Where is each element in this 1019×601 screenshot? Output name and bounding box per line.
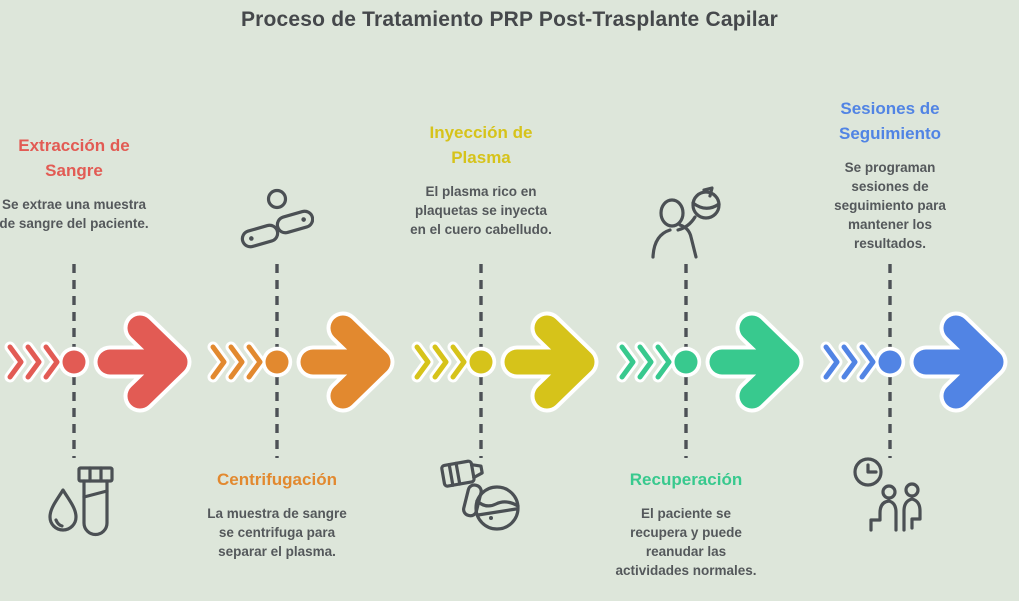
step-text-block: Recuperación El paciente se recupera y p… <box>611 467 761 580</box>
chevrons-icon <box>823 344 876 380</box>
chevrons-icon <box>414 344 467 380</box>
step-text-block: Extracción de Sangre Se extrae una muest… <box>0 133 149 233</box>
step-inyeccion-de-plasma: Inyección de Plasma El plasma rico en pl… <box>381 0 599 601</box>
timeline-dot <box>265 350 289 374</box>
arrow-body <box>300 315 391 409</box>
step-description: El paciente se recupera y puede reanudar… <box>615 506 757 578</box>
step-extraccion-de-sangre: Extracción de Sangre Se extrae una muest… <box>0 0 192 601</box>
chevrons-icon <box>210 344 263 380</box>
step-text-block: Inyección de Plasma El plasma rico en pl… <box>406 120 556 239</box>
scalp-injection-icon <box>440 459 520 531</box>
flow-arrow-icon <box>4 311 192 413</box>
step-title: Sesiones de Seguimiento <box>838 99 941 143</box>
page-title: Proceso de Tratamiento PRP Post-Trasplan… <box>240 8 779 31</box>
clock-and-patients-icon <box>853 457 922 532</box>
step-text-block: Sesiones de Seguimiento Se programan ses… <box>815 96 965 253</box>
step-description: Se programan sesiones de seguimiento par… <box>834 160 946 251</box>
step-recuperacion: Recuperación El paciente se recupera y p… <box>586 0 804 601</box>
arrow-body <box>97 315 188 409</box>
step-centrifugacion: Centrifugación La muestra de sangre se c… <box>177 0 395 601</box>
step-title: Centrifugación <box>217 470 337 489</box>
centrifuged-cells-icon <box>240 188 314 249</box>
flow-arrow-icon <box>820 311 1008 413</box>
patient-recovery-icon <box>651 186 721 259</box>
flow-arrow-icon <box>616 311 804 413</box>
timeline-dot <box>674 350 698 374</box>
chevrons-icon <box>619 344 672 380</box>
timeline-dot <box>878 350 902 374</box>
timeline-dot <box>62 350 86 374</box>
step-title: Extracción de Sangre <box>18 136 130 180</box>
step-description: Se extrae una muestra de sangre del paci… <box>0 197 149 231</box>
flow-arrow-icon <box>207 311 395 413</box>
arrow-body <box>709 315 800 409</box>
arrow-body <box>504 315 595 409</box>
step-text-block: Centrifugación La muestra de sangre se c… <box>202 467 352 561</box>
flow-arrow-icon <box>411 311 599 413</box>
step-title: Inyección de Plasma <box>429 123 533 167</box>
timeline-dot <box>469 350 493 374</box>
step-sesiones-de-seguimiento: Sesiones de Seguimiento Se programan ses… <box>790 0 1008 601</box>
arrow-body <box>913 315 1004 409</box>
blood-drop-and-test-tube-icon <box>48 466 114 537</box>
chevrons-icon <box>7 344 60 380</box>
step-title: Recuperación <box>629 470 743 489</box>
step-description: El plasma rico en plaquetas se inyecta e… <box>410 184 552 237</box>
step-description: La muestra de sangre se centrifuga para … <box>207 506 347 559</box>
